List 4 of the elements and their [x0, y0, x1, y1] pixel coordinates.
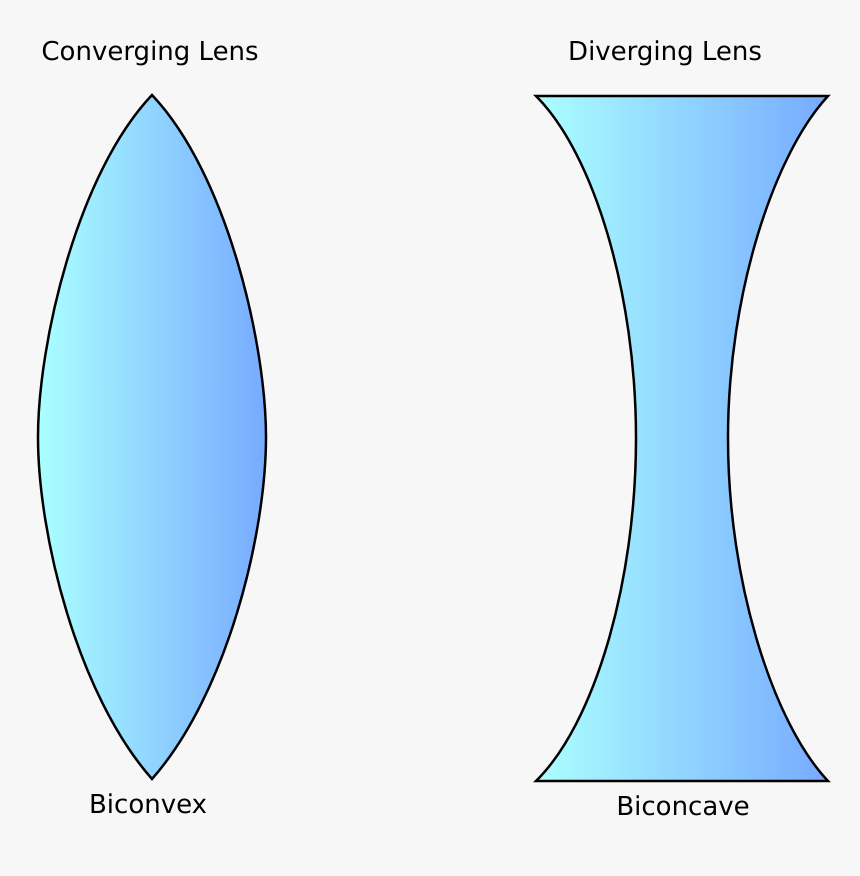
- lens-title: Diverging Lens: [568, 36, 762, 68]
- lens-type-caption: Biconvex: [88, 789, 208, 821]
- lens-type-caption: Biconcave: [616, 791, 750, 823]
- lens-title: Converging Lens: [41, 36, 259, 68]
